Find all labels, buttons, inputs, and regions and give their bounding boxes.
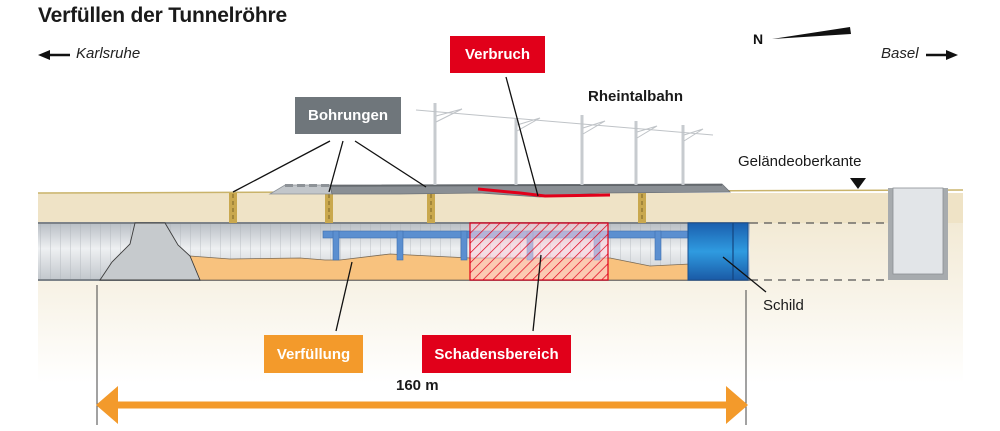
dimension-label: 160 m <box>396 377 439 394</box>
label-verbruch-text: Verbruch <box>464 46 531 63</box>
label-verfuellung: Verfüllung <box>264 335 363 373</box>
label-verfuellung-text: Verfüllung <box>276 345 351 363</box>
diagram-title: Verfüllen der Tunnelröhre <box>38 4 287 27</box>
arrow-left-icon <box>38 50 70 60</box>
label-verbruch: Verbruch <box>450 36 545 73</box>
rail-track <box>329 183 731 198</box>
north-label: N <box>753 31 764 47</box>
label-gelaendeoberkante: Geländeoberkante <box>738 153 862 170</box>
collapse-line <box>477 187 611 198</box>
label-rheintalbahn: Rheintalbahn <box>588 88 684 105</box>
direction-karlsruhe: Karlsruhe <box>76 45 141 62</box>
drill-hole <box>638 193 646 223</box>
dimension-arrow <box>96 386 748 424</box>
drill-holes <box>229 193 646 223</box>
fill-material <box>189 253 471 281</box>
arrow-right-icon <box>926 50 958 60</box>
label-schild: Schild <box>763 297 804 314</box>
direction-basel: Basel <box>881 45 919 62</box>
tunnel-shield <box>687 222 749 281</box>
label-schadensbereich-text: Schadensbereich <box>434 345 559 363</box>
leader-lines <box>232 76 767 332</box>
drill-hole <box>325 193 333 223</box>
label-schadensbereich: Schadensbereich <box>422 335 571 373</box>
rubble-plug <box>99 222 201 281</box>
north-arrow-icon <box>772 27 851 39</box>
terrain-marker-icon <box>850 178 866 189</box>
drill-hole <box>427 193 435 223</box>
label-bohrungen: Bohrungen <box>295 97 401 134</box>
drill-hole <box>229 193 237 223</box>
overhead-line <box>433 103 685 185</box>
label-bohrungen-text: Bohrungen <box>308 107 388 124</box>
